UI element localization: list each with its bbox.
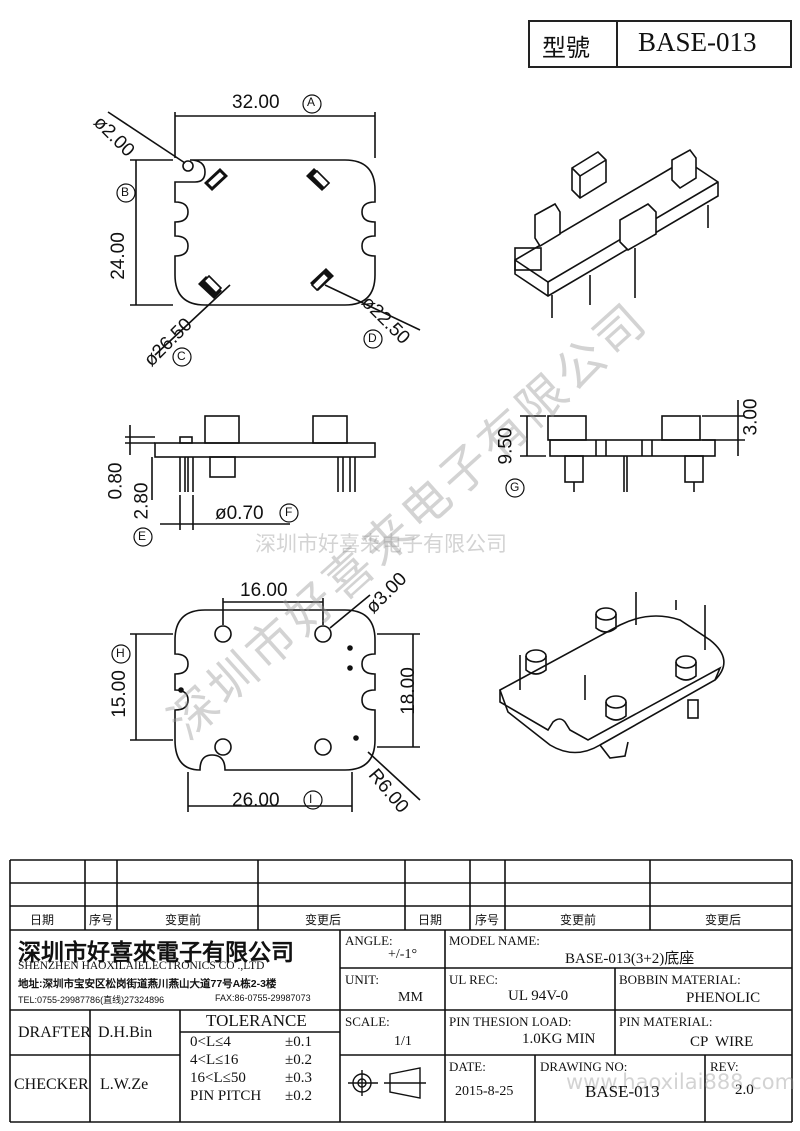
date-value: 2015-8-25 <box>455 1084 514 1099</box>
tol-range-4: PIN PITCH <box>190 1088 262 1104</box>
drawing-no-label: DRAWING NO: <box>540 1059 628 1074</box>
ul-label: UL REC: <box>449 972 498 987</box>
dim-e: 2.80 <box>131 482 153 520</box>
rev-header-after-1: 变更后 <box>305 913 342 927</box>
rev-label: REV: <box>710 1059 739 1074</box>
scale-label: SCALE: <box>345 1014 390 1029</box>
side-view <box>125 415 376 530</box>
dim-g: 9.50 <box>495 427 517 465</box>
rev-header-date-1: 日期 <box>30 913 55 927</box>
unit-label: UNIT: <box>345 972 380 987</box>
tag-d: D <box>368 331 377 345</box>
isometric-top <box>514 148 719 318</box>
model-value: BASE-013 <box>638 27 757 57</box>
pin-mat-value: CP WIRE <box>690 1034 754 1050</box>
ul-value: UL 94V-0 <box>508 988 569 1004</box>
dim-f: ø0.70 <box>215 503 264 524</box>
rev-header-date-2: 日期 <box>418 913 443 927</box>
rev-header-before-1: 变更前 <box>165 913 202 927</box>
company-tel: TEL:0755-29987786(直线)27324896 <box>18 995 165 1005</box>
rev-header-before-2: 变更前 <box>560 913 597 927</box>
pin-load-value: 1.0KG MIN <box>522 1031 596 1047</box>
tag-e: E <box>138 529 147 543</box>
isometric-bottom <box>499 592 725 759</box>
scale-value: 1/1 <box>394 1034 412 1049</box>
end-view <box>520 400 745 492</box>
rev-header-after-2: 变更后 <box>705 913 742 927</box>
unit-value: MM <box>398 990 423 1005</box>
tol-range-2: 4<L≤16 <box>190 1052 239 1068</box>
company-name-cn: 深圳市好喜來電子有限公司 <box>18 940 294 965</box>
dim-300: 3.00 <box>740 398 762 436</box>
watermark-url: www.haoxilai888.com <box>566 1070 796 1094</box>
tag-a: A <box>307 95 316 109</box>
circle-tags <box>111 94 525 810</box>
rev-header-no-2: 序号 <box>475 913 500 927</box>
drafter-label: DRAFTER <box>18 1024 91 1041</box>
model-name-label: MODEL NAME: <box>449 933 540 948</box>
top-view-pins <box>198 168 334 299</box>
title-block: 型號 BASE-013 <box>528 20 792 68</box>
angle-value: +/-1° <box>388 947 418 962</box>
tol-value-3: ±0.3 <box>285 1070 312 1086</box>
dim-a: 32.00 <box>232 92 280 113</box>
dim-16: 16.00 <box>240 580 288 601</box>
model-name-value: BASE-013(3+2)底座 <box>565 951 695 967</box>
tol-range-1: 0<L≤4 <box>190 1034 231 1050</box>
rev-header-no-1: 序号 <box>89 913 114 927</box>
bobbin-label: BOBBIN MATERIAL: <box>619 972 741 987</box>
tol-value-1: ±0.1 <box>285 1034 312 1050</box>
tag-g: G <box>510 480 520 494</box>
rev-value: 2.0 <box>735 1082 754 1098</box>
dim-b: 24.00 <box>107 232 129 280</box>
table-grid <box>9 859 793 1123</box>
projection-symbol-icon <box>348 1067 426 1099</box>
tolerance-title: TOLERANCE <box>206 1011 307 1030</box>
checker-value: L.W.Ze <box>100 1076 149 1093</box>
angle-label: ANGLE: <box>345 933 393 948</box>
pin-mat-label: PIN MATERIAL: <box>619 1014 713 1029</box>
tol-value-4: ±0.2 <box>285 1088 312 1104</box>
dim-080: 0.80 <box>105 462 127 500</box>
bobbin-value: PHENOLIC <box>686 990 761 1006</box>
tag-b: B <box>121 185 130 199</box>
dim-18: 18.00 <box>397 667 419 715</box>
tag-h: H <box>116 646 125 660</box>
checker-label: CHECKER <box>14 1076 89 1093</box>
watermark-center: 深圳市好喜来电子有限公司 <box>255 532 507 556</box>
dim-i: 26.00 <box>232 790 280 811</box>
drafter-value: D.H.Bin <box>98 1024 153 1041</box>
tag-c: C <box>177 349 186 363</box>
tol-range-3: 16<L≤50 <box>190 1070 246 1086</box>
dim-h: 15.00 <box>108 670 130 718</box>
bottom-view <box>130 594 421 812</box>
tag-f: F <box>285 505 293 519</box>
company-name-en: SHENZHEN HAOXILAIELECTRONICS CO .,LTD <box>18 960 265 972</box>
company-address: 地址:深圳市宝安区松岗街道燕川燕山大道77号A栋2-3楼 <box>18 978 277 990</box>
company-fax: FAX:86-0755-29987073 <box>215 993 311 1003</box>
pin-load-label: PIN THESION LOAD: <box>449 1014 572 1029</box>
top-view-outline <box>174 159 376 306</box>
tol-value-2: ±0.2 <box>285 1052 312 1068</box>
tag-i: I <box>309 792 313 806</box>
drawing-no-value: BASE-013 <box>585 1082 660 1101</box>
date-label: DATE: <box>449 1059 486 1074</box>
model-label: 型號 <box>542 35 590 62</box>
